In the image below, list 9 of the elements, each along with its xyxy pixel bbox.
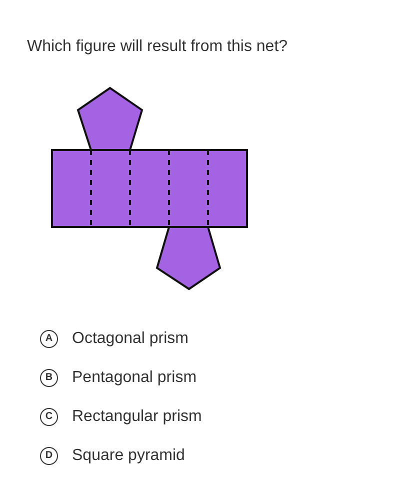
option-letter: B [40,368,58,386]
question-text: Which figure will result from this net? [27,38,288,56]
answer-option: Octagonal prism [72,329,188,349]
option-letter: A [40,330,58,348]
answer-option: Square pyramid [72,446,185,466]
answer-option: Rectangular prism [72,407,202,427]
answer-option: Pentagonal prism [72,368,197,388]
option-letter: C [40,408,58,426]
option-letter: D [40,446,58,464]
